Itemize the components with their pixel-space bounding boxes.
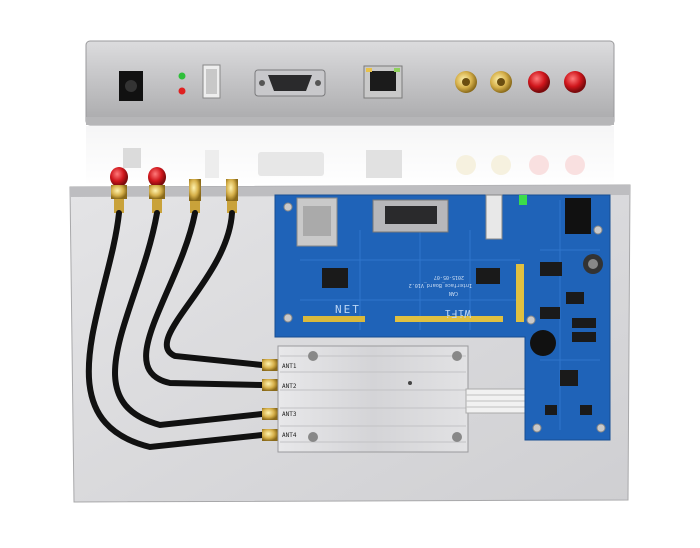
serial-db9-port (254, 69, 326, 97)
led-green (178, 72, 186, 80)
pcb-label-net: NET (335, 303, 361, 316)
buzzer (530, 330, 556, 356)
pcb-usb-connector (485, 194, 503, 240)
pcb-dc-jack (565, 198, 591, 234)
coax-cables (85, 210, 265, 451)
pcb-silkscreen-date: 2015-05-07 (434, 274, 464, 280)
radio-module: ANT1 ANT2 ANT3 ANT4 (277, 345, 469, 453)
pcb-label-wifi: WiFi (445, 307, 472, 320)
port-label-ant2: ANT2 (282, 383, 297, 390)
panel-reflection (86, 126, 614, 184)
rear-panel (85, 40, 615, 126)
pcb-silkscreen-can: CAN (449, 290, 458, 296)
front-connectors (110, 167, 238, 213)
main-pcb: NET WiFi CAN Interface_Board_V10.2 2015-… (274, 194, 611, 441)
port-label-ant4: ANT4 (282, 432, 297, 439)
usb-port (202, 64, 221, 99)
ethernet-port (363, 65, 403, 99)
sma-red-cap-2 (564, 71, 586, 93)
port-label-ant3: ANT3 (282, 411, 297, 418)
module-sma-connectors (262, 359, 278, 441)
pcb-silkscreen-board: Interface_Board_V10.2 (409, 282, 472, 288)
dc-power-jack (119, 71, 143, 101)
sma-red-cap-1 (528, 71, 550, 93)
led-red (178, 87, 186, 95)
port-label-ant1: ANT1 (282, 363, 297, 370)
